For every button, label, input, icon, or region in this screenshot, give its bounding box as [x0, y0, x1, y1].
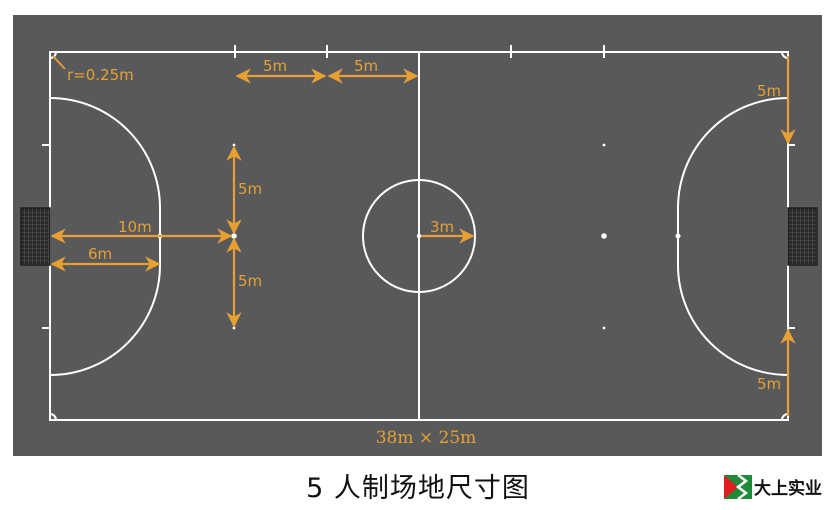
center-circle — [362, 179, 476, 293]
diagram-title: 5 人制场地尺寸图 — [306, 473, 530, 504]
dim-label-right-top-5m: 5m — [757, 82, 781, 100]
dim-label-top-a: 5m — [263, 57, 287, 75]
right-second-penalty-spot — [601, 233, 607, 239]
dim-label-down-5m: 5m — [238, 272, 262, 290]
corner-radius-label: r=0.25m — [67, 66, 134, 84]
brand-mark-icon — [724, 474, 752, 499]
dim-label-3m: 3m — [430, 218, 454, 236]
center-spot — [416, 233, 422, 239]
dim-label-top-b: 5m — [354, 57, 378, 75]
left-second-penalty-spot — [231, 233, 237, 239]
dim-label-10m: 10m — [118, 218, 152, 236]
corner-arc-bl — [49, 413, 57, 421]
dim-label-up-5m: 5m — [238, 180, 262, 198]
right-goal — [787, 207, 818, 266]
dim-label-6m: 6m — [88, 245, 112, 263]
right-penalty-spot — [675, 233, 681, 239]
dimension-arrows — [50, 55, 796, 416]
brand-name: 大上实业 — [754, 479, 822, 499]
dim-label-right-bottom-5m: 5m — [757, 375, 781, 393]
futsal-pitch-diagram: r=0.25m 5m 5m 5m 5m 10m 6m 3m 5m 5m 38m … — [13, 15, 822, 456]
left-goal — [20, 207, 51, 266]
brand-logo: 大上实业 — [724, 474, 822, 499]
field-size-label: 38m × 25m — [376, 428, 477, 448]
